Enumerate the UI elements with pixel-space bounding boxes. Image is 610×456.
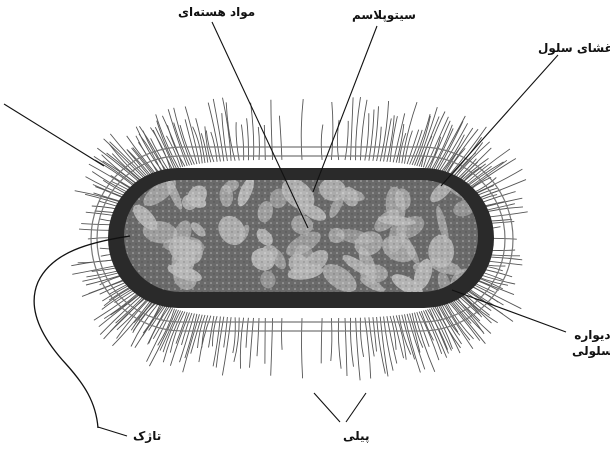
pilus xyxy=(365,113,369,160)
leader-flagellum xyxy=(98,427,127,436)
leader-pili-right xyxy=(346,393,366,422)
label-pili: پیلی xyxy=(343,428,369,444)
pilus xyxy=(205,126,211,162)
pilus xyxy=(247,118,249,160)
leader-left-edge xyxy=(4,104,104,166)
pilus xyxy=(302,318,303,378)
pilus xyxy=(279,116,282,160)
pilus xyxy=(282,318,283,350)
pilus xyxy=(321,318,322,363)
pilus xyxy=(452,298,484,332)
leader-cell-wall xyxy=(452,290,566,332)
pilus xyxy=(380,101,388,161)
pilus xyxy=(345,121,348,160)
pilus xyxy=(390,316,396,350)
leader-pili-left xyxy=(314,393,340,422)
pilus xyxy=(369,110,374,161)
pilus xyxy=(412,114,430,165)
label-nucleoid: مواد هسته‌ای xyxy=(178,4,255,20)
pilus xyxy=(345,318,347,376)
pilus xyxy=(356,97,361,160)
pilus xyxy=(170,312,185,353)
pilus xyxy=(258,127,259,160)
pilus xyxy=(301,99,303,160)
pilus xyxy=(199,316,211,362)
label-cell-wall-line1: دیواره xyxy=(572,327,610,343)
cytoplasm-texture xyxy=(120,168,480,308)
label-cell-wall: دیواره سلولی xyxy=(572,327,610,359)
pilus xyxy=(241,125,243,161)
pilus xyxy=(402,102,417,163)
pilus xyxy=(208,103,220,162)
pilus xyxy=(321,125,323,160)
pilus xyxy=(185,107,199,164)
pilus xyxy=(193,127,203,164)
pilus xyxy=(264,125,265,160)
pilus xyxy=(338,318,341,369)
leader-cytoplasm xyxy=(313,26,377,192)
pilus xyxy=(250,318,254,368)
pilus xyxy=(331,318,332,361)
pilus xyxy=(236,122,239,160)
label-cytoplasm: سیتوپلاسم xyxy=(352,7,416,23)
pilus xyxy=(271,318,273,376)
pilus xyxy=(257,318,259,356)
label-cell-membrane: غشای سلول xyxy=(538,40,610,56)
pilus xyxy=(99,291,145,327)
pilus xyxy=(233,317,235,353)
pilus xyxy=(240,318,243,369)
pilus xyxy=(351,97,354,160)
label-flagellum: تاژک xyxy=(133,428,161,444)
pilus xyxy=(419,312,439,361)
pilus xyxy=(331,102,333,160)
pilus xyxy=(356,318,361,381)
label-cell-wall-line2: سلولی xyxy=(572,343,610,359)
pilus xyxy=(360,318,363,357)
pilus xyxy=(350,318,353,367)
leader-membrane xyxy=(441,55,558,186)
